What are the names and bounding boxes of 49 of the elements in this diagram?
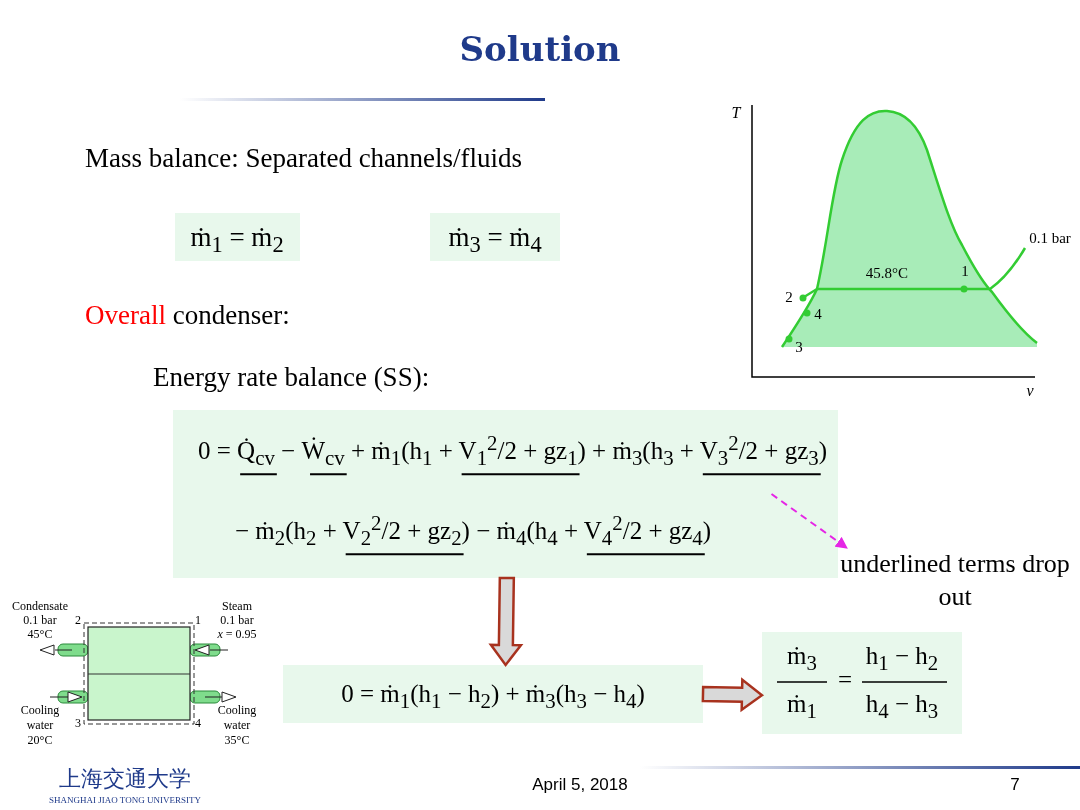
arrow [770,493,848,549]
state-number: 4 [814,306,822,324]
pressure-label: 0.1 bar [1029,230,1071,248]
equation-text: h$_{4}$ − h$_{3}$ [865,690,939,723]
equation-text: 0 = ṁ$_{1}$(h$_{1}$ − h$_{2}$) + ṁ$_{3}$(h$_{3}$ − h$_{4}$) [341,680,645,713]
stream-label: 20°C [27,734,53,748]
state-number: 1 [961,263,969,281]
equation-text: ṁ$_{1}$ = ṁ$_{2}$ [190,223,284,259]
heading-text: Energy rate balance (SS): [153,362,430,394]
stream-label: 45°C [27,628,53,642]
state-number: 1 [195,614,201,628]
state-number: 3 [75,717,81,731]
equation-box [283,665,703,723]
stream-label: 35°C [224,734,250,748]
note-text: underlined terms drop out [840,548,1070,618]
state-number: 2 [785,289,793,307]
stream-label: 0.1 bar [23,614,57,628]
equation-text: ṁ$_{1}$ [787,690,817,723]
axis-label: v [1026,382,1034,401]
state-number: 4 [195,717,201,731]
stream-label: Cooling [20,704,60,718]
university-name: SHANGHAI JIAO TONG UNIVERSITY [49,795,201,806]
university-name: 上海交通大学 [59,766,191,792]
slide-title: Solution [459,30,621,70]
stream-label: Steam [222,600,252,614]
equation-text: 0 = Q̇$_{cv}$ − Ẇ$_{cv}$ + ṁ$_{1}$(h$_{1}$ + V$_{1}$$^{2}$/2 + gz$_{1}$) + ṁ$_{3}$(h$_{3}$ + V$_{3}$$^{2}$/2 + gz$_{3}$) [198,432,828,471]
stream-label: Cooling [217,704,257,718]
equation-text: ṁ$_{3}$ = ṁ$_{4}$ [448,223,542,259]
heading-text: Overall condenser: [85,300,290,332]
equation-text: ṁ$_{3}$ [787,642,817,675]
state-number: 2 [75,614,81,628]
block-arrow [488,576,524,668]
state-number: 3 [795,339,803,357]
stream-label: Condensate [12,600,68,614]
equation-text: = [837,666,853,694]
stream-label: 0.1 bar [220,614,254,628]
heading-text: Mass balance: Separated channels/fluids [85,143,523,175]
page-number: 7 [1010,775,1020,795]
equation-text: − ṁ$_{2}$(h$_{2}$ + V$_{2}$$^{2}$/2 + gz$_{2}$) − ṁ$_{4}$(h$_{4}$ + V$_{4}$$^{2}$/2 + gz$_{4}$) [235,512,712,551]
block-arrow [701,677,765,713]
date-text: April 5, 2018 [532,775,628,795]
stream-label: water [223,719,251,733]
stream-label: x = 0.95 [217,628,257,642]
stream-label: water [26,719,54,733]
equation-box [762,632,962,734]
temperature-label: 45.8°C [865,265,909,283]
axis-label: T [731,104,741,123]
equation-box [173,410,838,578]
equation-text: h$_{1}$ − h$_{2}$ [865,642,939,675]
